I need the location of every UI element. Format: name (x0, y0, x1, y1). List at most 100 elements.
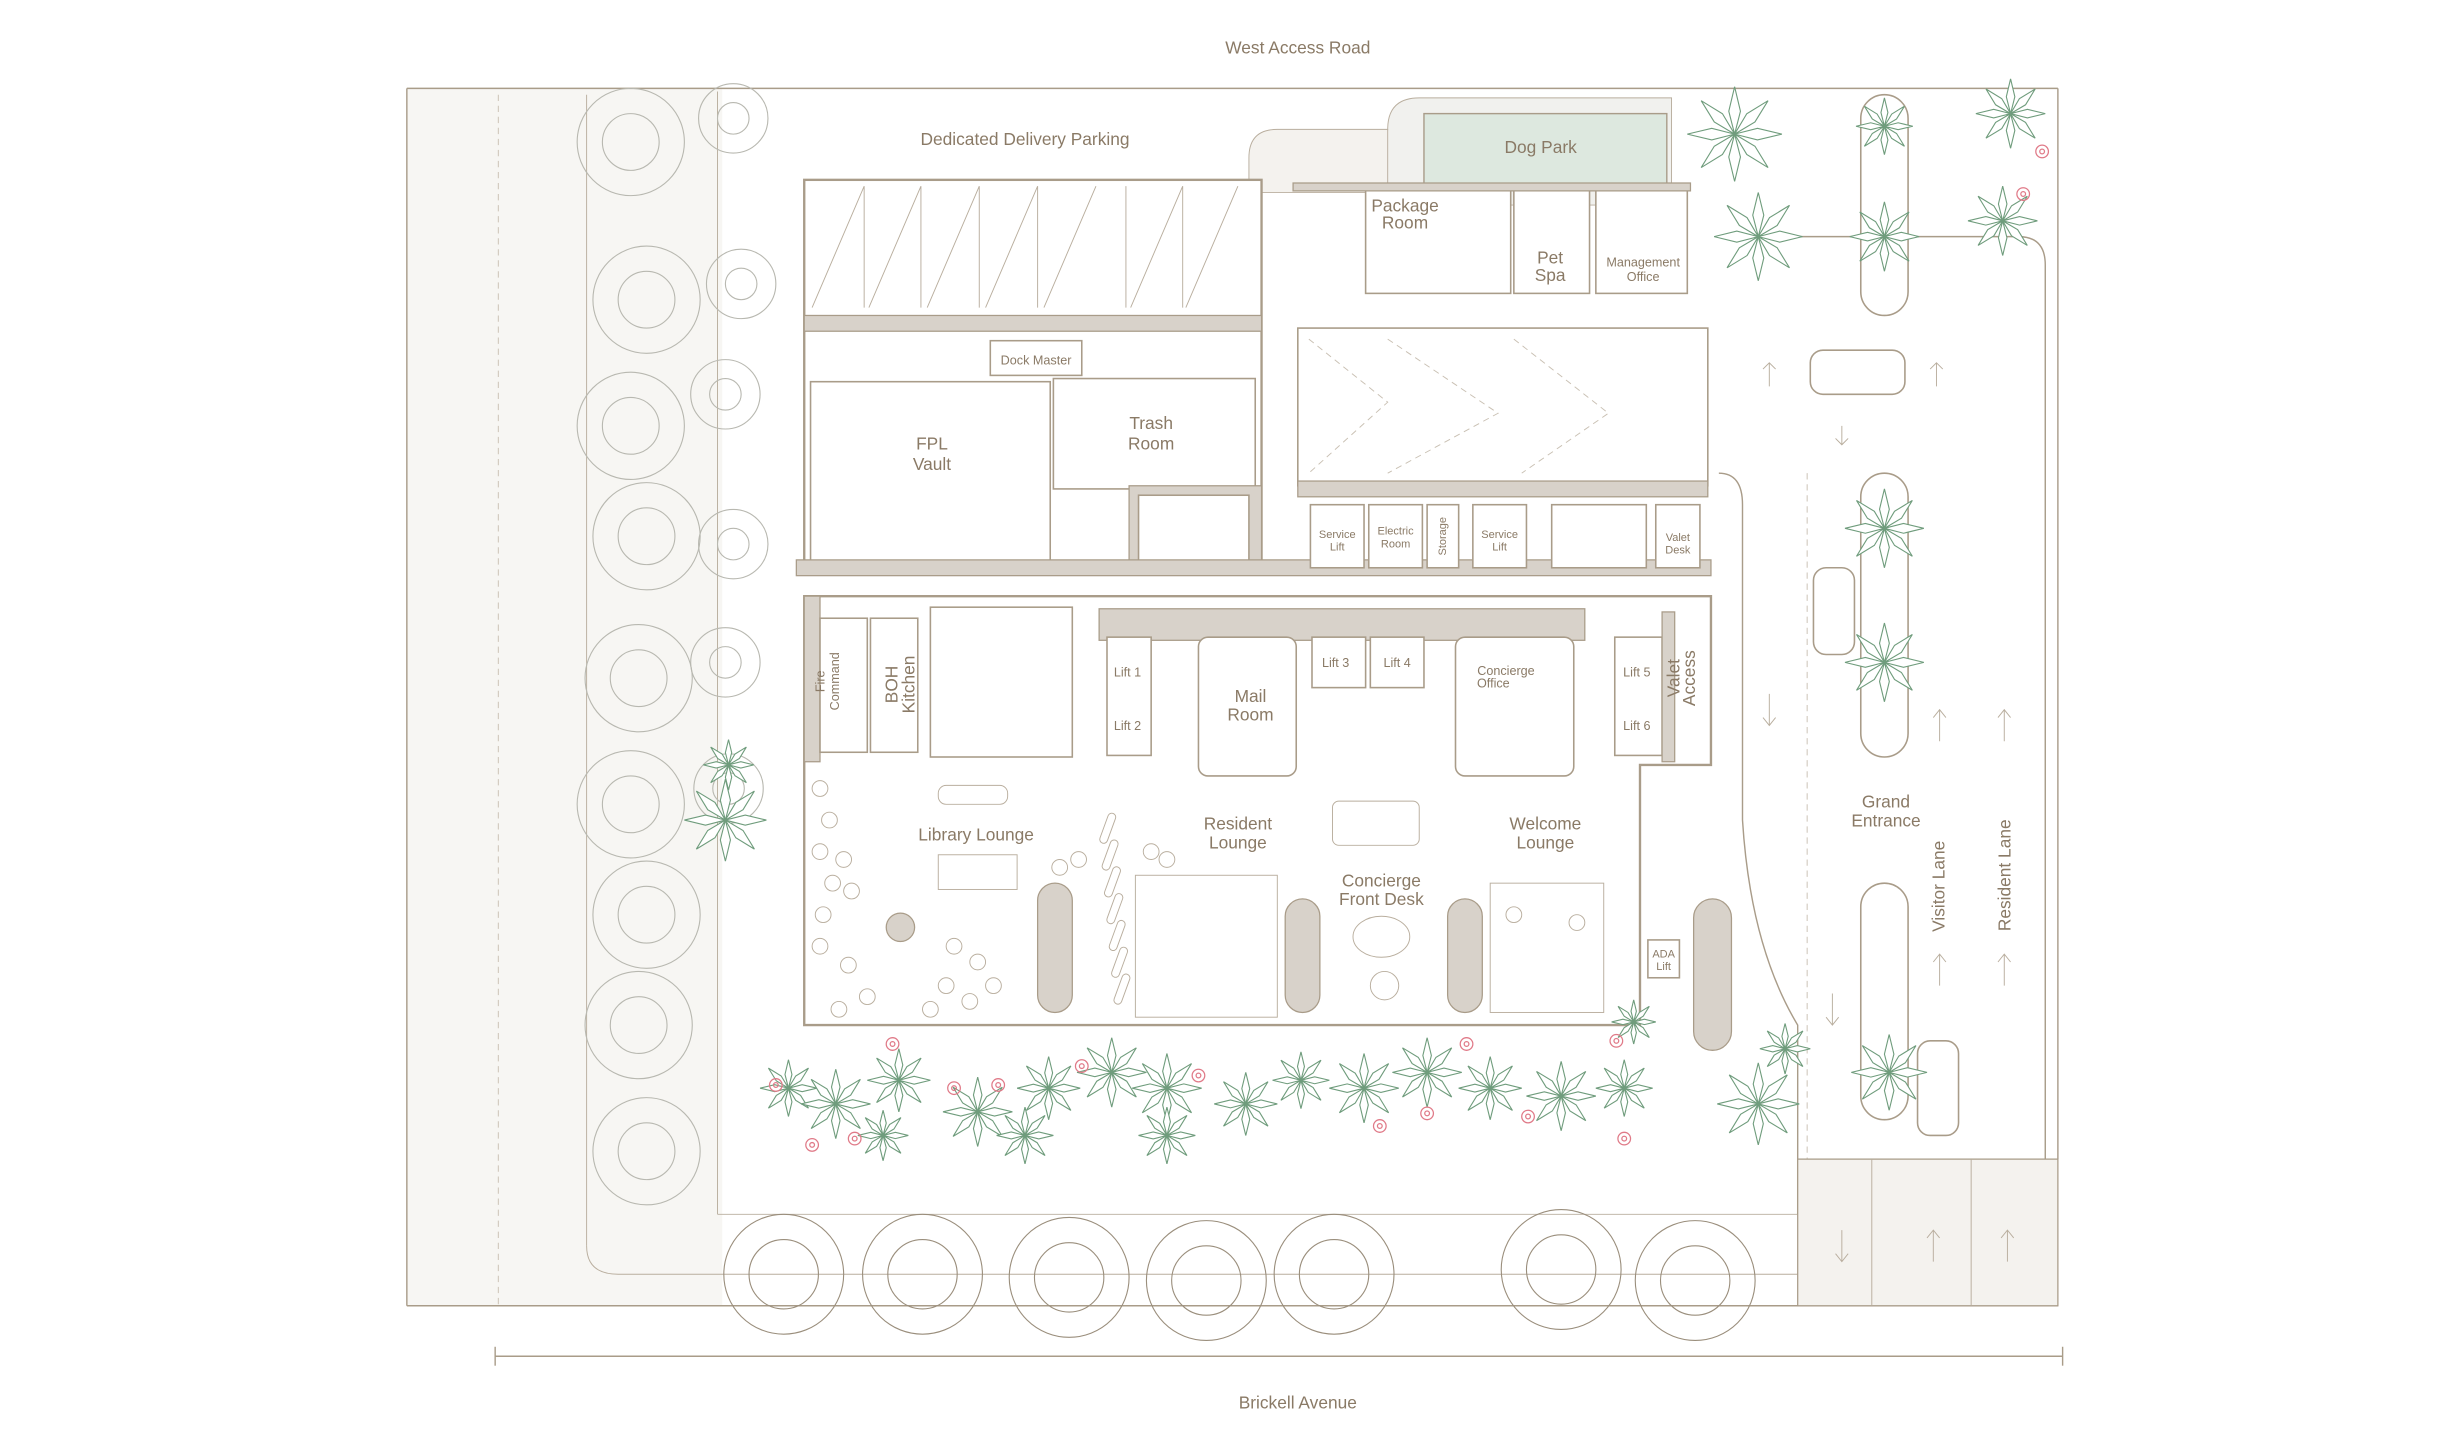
tree-icon (1500, 1209, 1622, 1330)
palm-icon (1717, 1062, 1800, 1146)
tree-icon (690, 627, 761, 698)
tree-icon (1008, 1216, 1130, 1338)
flower-icon (1459, 1037, 1474, 1051)
chair-icon (1070, 851, 1087, 868)
road-label-north: West Access Road (1225, 38, 1370, 58)
flower-center-icon (809, 1141, 816, 1148)
tree-icon (576, 87, 685, 197)
palm-icon (1526, 1061, 1596, 1131)
tree-canopy-icon (709, 646, 742, 679)
chair-icon (840, 956, 857, 974)
label-concierge-front-desk: Concierge (1342, 870, 1421, 890)
tree-canopy-icon (617, 1122, 676, 1181)
label-library-lounge: Library Lounge (918, 825, 1034, 845)
label-service-lift-2: Service (1481, 529, 1518, 541)
flower-icon (1191, 1068, 1206, 1083)
label-boh-kitchen: BOH (881, 666, 901, 704)
grand-entrance-driveway (1718, 93, 2059, 1307)
tree-icon (862, 1213, 983, 1335)
label-valet-access-2: Access (1679, 650, 1699, 706)
label-storage: Storage (1437, 517, 1449, 556)
flower-icon (1521, 1109, 1535, 1124)
chair-icon (969, 953, 987, 971)
tree-canopy-icon (609, 649, 668, 708)
label-management-office-2: Office (1627, 270, 1660, 284)
palm-icon (1975, 78, 2046, 149)
label-dock-master: Dock Master (1001, 353, 1072, 367)
chair-icon (945, 937, 963, 955)
tree-icon (723, 1213, 845, 1335)
chair-icon (1568, 914, 1586, 931)
label-service-lift-1b: Lift (1330, 541, 1345, 553)
label-management-office: Management (1606, 256, 1680, 270)
label-service-lift-1: Service (1319, 529, 1356, 541)
label-fpl-vault: FPL (916, 434, 948, 454)
palm-icon (1759, 1023, 1811, 1075)
site-boundary (406, 87, 2064, 1366)
tree-canopy-icon (617, 507, 676, 566)
labels: West Access Road Brickell Avenue Dedicat… (814, 38, 2015, 1413)
label-grand-entrance-2: Entrance (1851, 810, 1920, 830)
palm-icon (942, 1076, 1013, 1147)
label-mail-room: Mail (1235, 686, 1267, 706)
flower-icon (1609, 1033, 1624, 1048)
flower-center-icon (1463, 1041, 1470, 1047)
label-lift-6: Lift 6 (1623, 719, 1650, 733)
palm-icon (703, 739, 754, 791)
palm-icon (1844, 622, 1924, 702)
label-package-room-2: Room (1382, 213, 1428, 233)
flower-center-icon (2020, 191, 2027, 198)
tree-canopy-icon (724, 267, 758, 301)
car-icon (1809, 349, 1906, 396)
tree-icon (1273, 1213, 1395, 1335)
label-lift-1: Lift 1 (1114, 666, 1141, 680)
palm-icon (759, 1059, 817, 1117)
flower-icon (947, 1081, 961, 1096)
chair-icon (830, 1000, 848, 1018)
label-trash-room-2: Room (1128, 434, 1174, 454)
flower-center-icon (851, 1135, 858, 1142)
label-pet-spa-2: Spa (1535, 265, 1566, 285)
label-resident-lane: Resident Lane (1995, 819, 2015, 931)
chair-icon (824, 874, 841, 892)
flower-center-icon (1621, 1135, 1628, 1142)
lane-arrows (1762, 362, 2015, 1263)
palm-icon (1967, 186, 2038, 256)
flower-icon (847, 1131, 862, 1146)
label-mail-room-2: Room (1227, 705, 1273, 725)
service-rooms (1309, 503, 1701, 569)
flower-icon (991, 1078, 1006, 1092)
palm-icon (1855, 97, 1913, 155)
trees (576, 83, 1756, 1342)
palm-icon (1844, 488, 1924, 568)
palm-icon (800, 1069, 871, 1139)
tree-canopy-icon (887, 1238, 958, 1310)
flower-center-icon (889, 1041, 896, 1047)
tree-icon (584, 623, 693, 733)
palm-icon (1016, 1056, 1081, 1120)
building (795, 178, 1733, 1051)
label-concierge-front-desk-2: Front Desk (1339, 889, 1424, 909)
tree-canopy-icon (709, 377, 742, 411)
tree-canopy-icon (1659, 1245, 1731, 1316)
chair-icon (811, 843, 829, 860)
chair-icon (811, 780, 829, 797)
label-fpl-vault-2: Vault (913, 454, 951, 474)
label-lift-2: Lift 2 (1114, 719, 1141, 733)
flower-icon (1074, 1059, 1089, 1074)
tree-icon (698, 83, 769, 154)
palm-icon (1214, 1072, 1278, 1136)
label-valet-access: Valet (1663, 659, 1683, 697)
tree-canopy-icon (601, 396, 660, 455)
label-ada-lift: ADA (1652, 948, 1675, 960)
flower-center-icon (1525, 1113, 1532, 1120)
bench-slat-icon (1104, 866, 1121, 898)
chair-icon (1051, 859, 1069, 876)
label-welcome-lounge-2: Lounge (1516, 832, 1574, 852)
label-trash-room: Trash (1129, 413, 1173, 433)
chair-icon (814, 906, 832, 924)
chair-icon (835, 851, 853, 868)
flower-icon (2016, 187, 2031, 201)
tree-icon (592, 245, 701, 354)
tree-canopy-icon (609, 996, 668, 1055)
